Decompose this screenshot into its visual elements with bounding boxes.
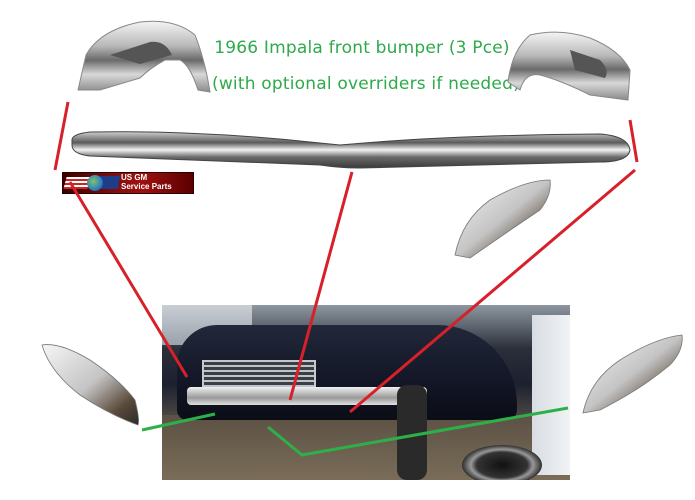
impala-car-photo xyxy=(162,305,570,480)
center-bumper-bar xyxy=(71,131,631,169)
white-car-right xyxy=(532,315,570,475)
red-line-center xyxy=(288,171,354,401)
logo-line-1: US GM xyxy=(121,173,148,182)
globe-icon xyxy=(87,175,103,191)
right-bumper-end xyxy=(507,31,631,101)
overrider-left-bottom xyxy=(41,344,139,426)
logo-line-2: Service Parts xyxy=(121,181,172,191)
overrider-right-top xyxy=(454,179,551,259)
loose-tire xyxy=(462,445,542,480)
red-line-left-end xyxy=(53,101,70,171)
green-line-left-overrider xyxy=(141,412,216,432)
title-line-1: 1966 Impala front bumper (3 Pce) xyxy=(214,38,510,58)
red-line-right-bumper xyxy=(349,168,636,414)
red-line-left-bumper xyxy=(68,181,189,378)
red-line-right-end xyxy=(628,119,639,163)
us-gm-service-parts-logo: US GM Service Parts xyxy=(62,172,194,194)
overrider-right-bottom xyxy=(582,334,683,414)
car-bumper xyxy=(187,387,427,405)
title-line-2: (with optional overriders if needed) xyxy=(212,74,520,94)
green-line-right-overrider xyxy=(267,406,569,457)
left-bumper-end xyxy=(77,20,211,93)
